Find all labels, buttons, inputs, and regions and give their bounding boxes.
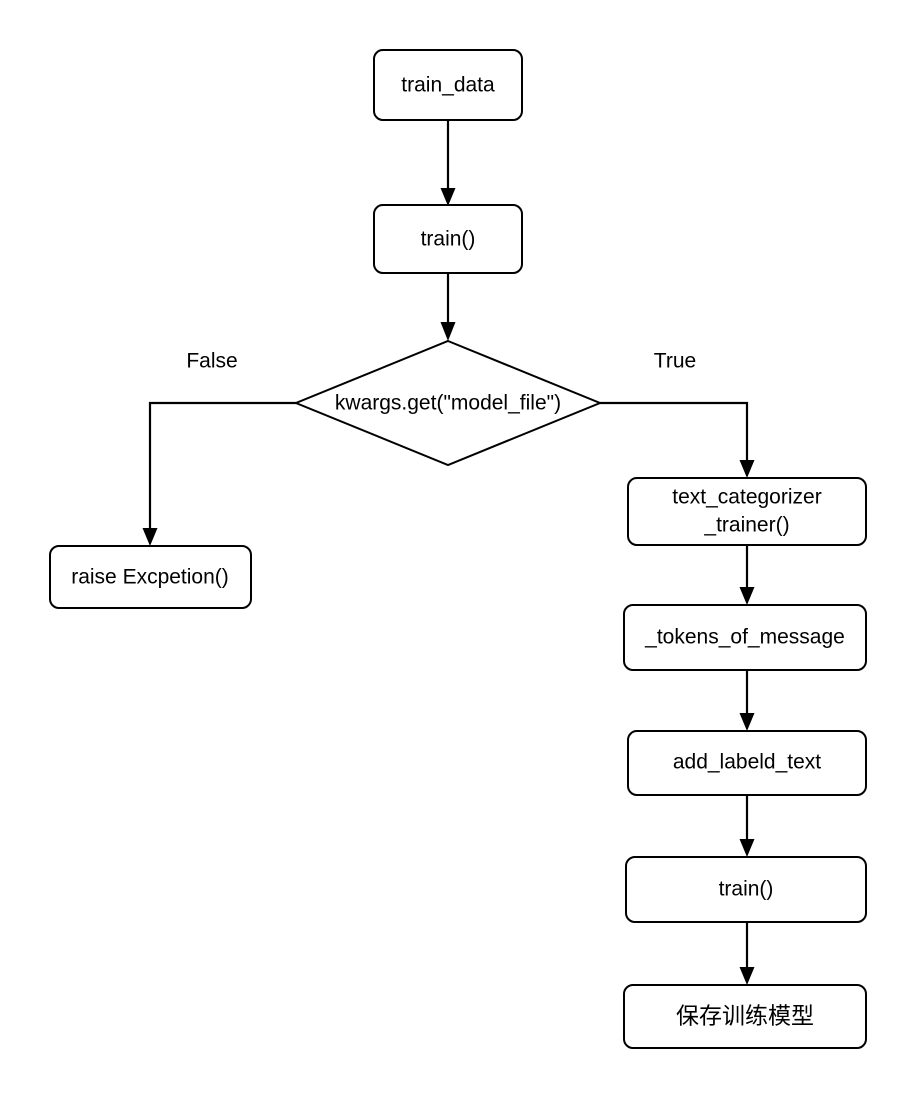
edge-text-categorizer-trainer-to-tokens-of-message xyxy=(739,545,755,605)
node-tokens-of-message[interactable]: _tokens_of_message xyxy=(623,604,867,671)
arrowhead-icon xyxy=(142,528,158,546)
node-text-categorizer-trainer[interactable]: text_categorizer _trainer() xyxy=(627,477,867,546)
node-train-entry-label: train() xyxy=(421,228,476,251)
node-train-data[interactable]: train_data xyxy=(373,49,523,121)
arrowhead-icon xyxy=(739,967,755,985)
arrowhead-icon xyxy=(739,713,755,731)
node-save-model-shape[interactable] xyxy=(623,984,867,1049)
arrowhead-icon xyxy=(440,188,456,206)
node-tokens-of-message-shape[interactable] xyxy=(623,604,867,671)
node-raise-exception-label: raise Excpetion() xyxy=(71,566,229,589)
node-add-labeld-text[interactable]: add_labeld_text xyxy=(627,730,867,796)
arrowhead-icon xyxy=(739,839,755,857)
arrowhead-icon xyxy=(739,460,755,478)
edge-label-true: True xyxy=(654,350,696,373)
node-train-data-label: train_data xyxy=(401,74,495,97)
node-train-entry[interactable]: train() xyxy=(373,204,523,274)
edge-train-data-to-train xyxy=(440,120,456,206)
node-decision-shape[interactable] xyxy=(293,339,603,467)
node-tokens-of-message-label: _tokens_of_message xyxy=(644,626,845,649)
edge-tokens-of-message-to-add-labeld-text xyxy=(739,670,755,731)
edge-add-labeld-text-to-train-call xyxy=(739,795,755,857)
node-text-categorizer-trainer-label-line2: _trainer() xyxy=(703,514,789,537)
node-train-data-shape[interactable] xyxy=(373,49,523,121)
node-decision-kwargs-get-model-file[interactable]: kwargs.get("model_file") xyxy=(293,339,603,467)
node-add-labeld-text-label: add_labeld_text xyxy=(673,751,821,774)
node-train-call[interactable]: train() xyxy=(625,856,867,923)
node-train-entry-shape[interactable] xyxy=(373,204,523,274)
arrowhead-icon xyxy=(739,587,755,605)
edge-train-call-to-save-model xyxy=(739,922,755,985)
node-add-labeld-text-shape[interactable] xyxy=(627,730,867,796)
node-decision-label: kwargs.get("model_file") xyxy=(335,392,561,415)
edge-decision-to-raise-exception xyxy=(142,401,296,546)
edge-label-false: False xyxy=(186,350,237,373)
node-train-call-shape[interactable] xyxy=(625,856,867,923)
node-text-categorizer-trainer-label-line1: text_categorizer xyxy=(672,486,821,509)
node-save-model[interactable]: 保存训练模型 xyxy=(623,984,867,1049)
node-train-call-label: train() xyxy=(719,878,774,901)
node-raise-exception-shape[interactable] xyxy=(49,545,252,609)
arrowhead-icon xyxy=(440,322,456,341)
node-text-categorizer-trainer-shape[interactable] xyxy=(627,477,867,546)
edge-train-to-decision xyxy=(440,273,456,341)
edge-decision-to-text-categorizer-trainer xyxy=(600,401,755,478)
node-raise-exception[interactable]: raise Excpetion() xyxy=(49,545,252,609)
node-save-model-label: 保存训练模型 xyxy=(676,1004,814,1030)
